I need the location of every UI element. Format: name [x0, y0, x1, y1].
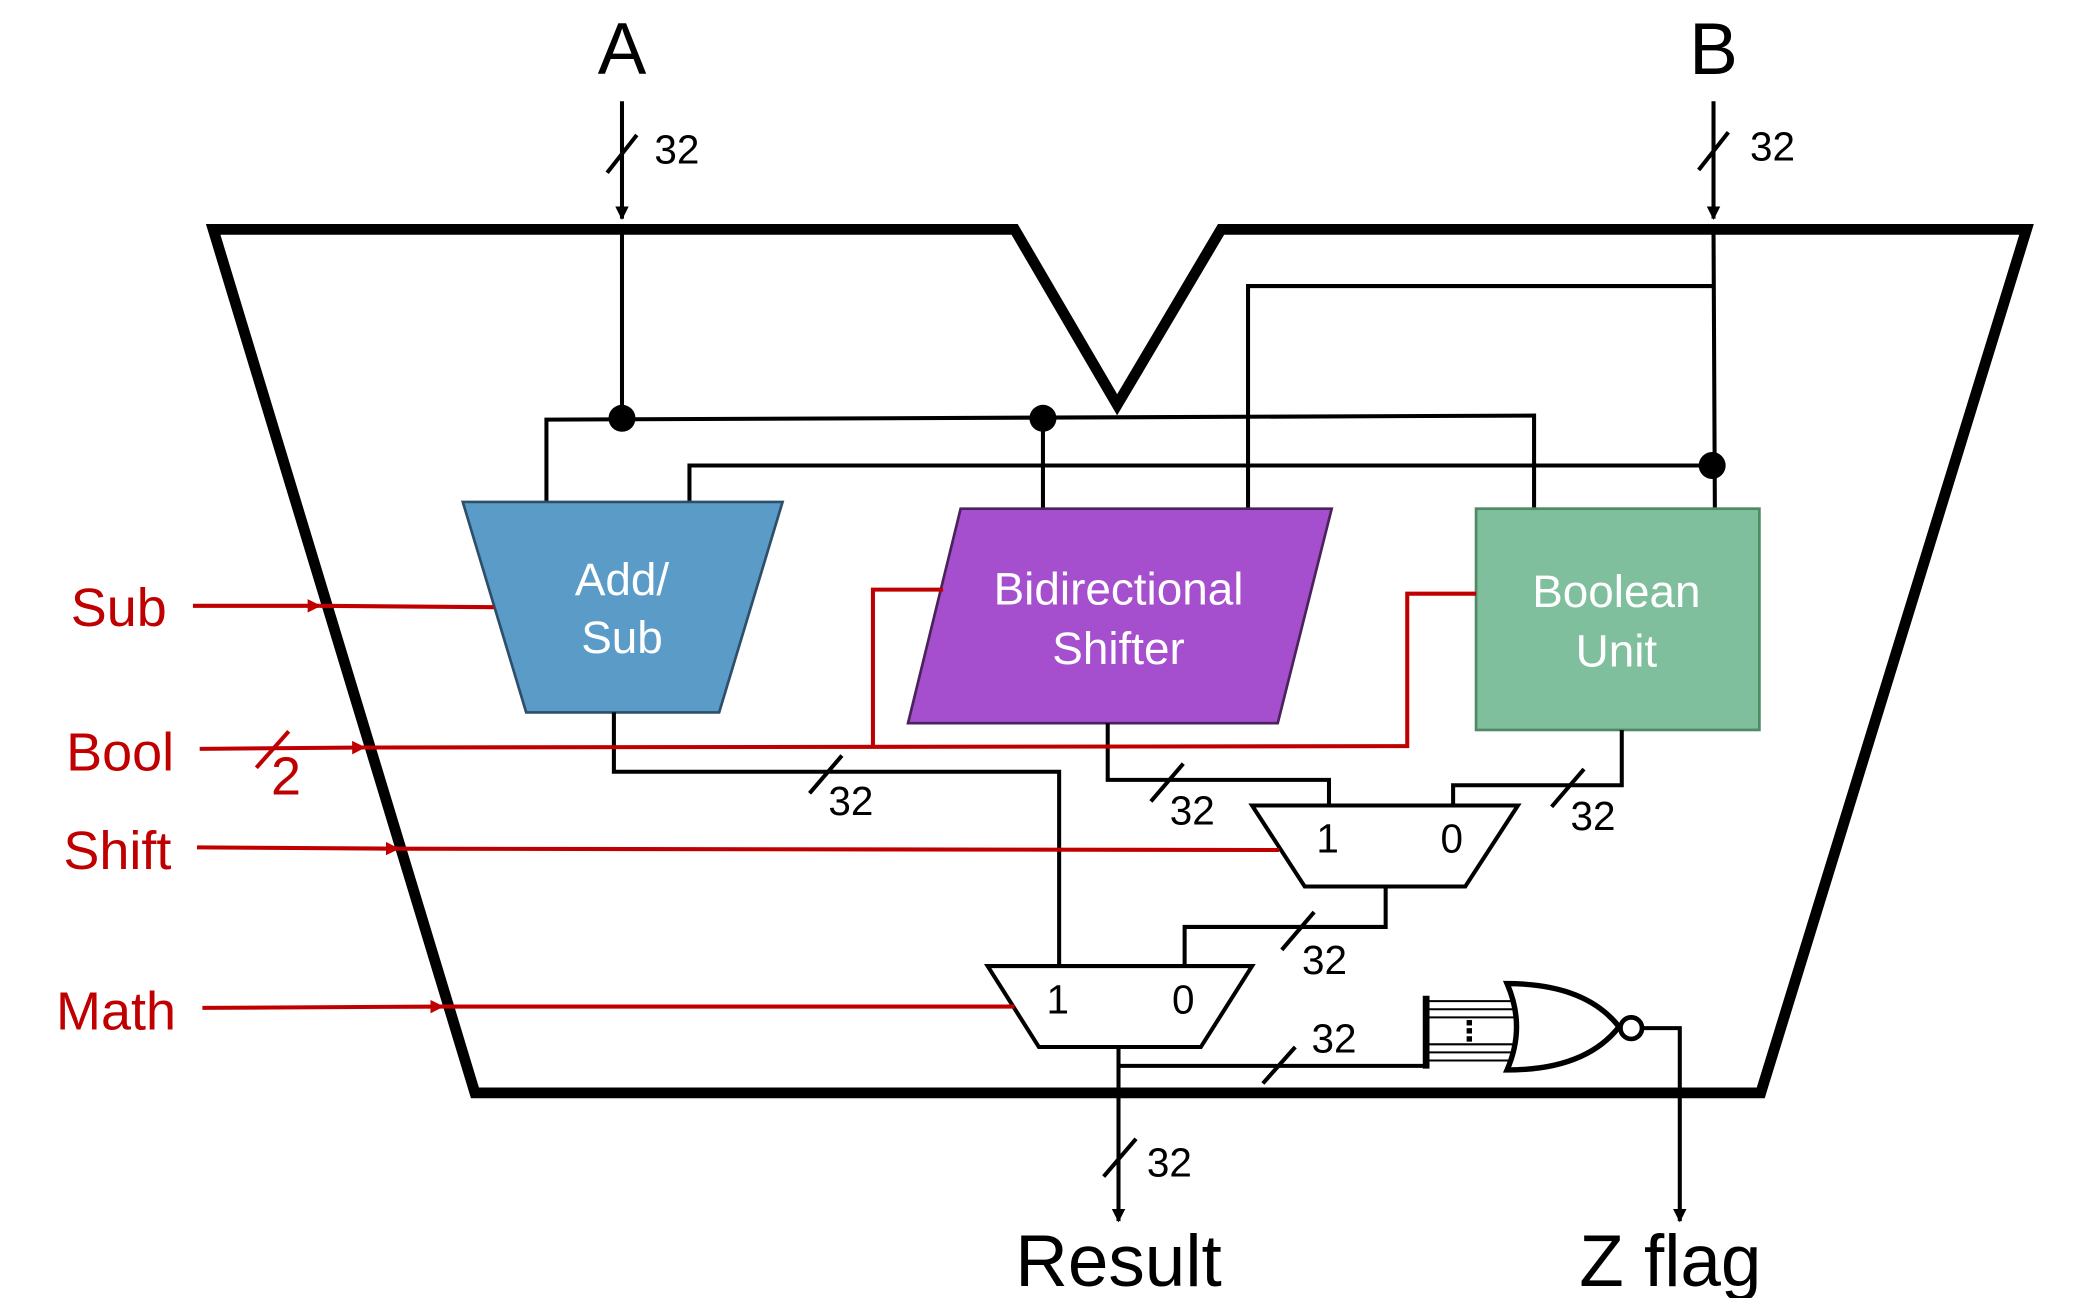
- bus-slash: [1261, 1045, 1297, 1085]
- result-width: 32: [1147, 1140, 1192, 1186]
- control-sub-label: Sub: [71, 578, 167, 638]
- svg-text:Unit: Unit: [1576, 625, 1658, 677]
- shifter-output-bus: [1105, 723, 1332, 806]
- alu-outline: [205, 223, 2034, 1099]
- control-shift-line: [398, 846, 1280, 853]
- bus-slash: [605, 133, 639, 174]
- input-a-label: A: [598, 9, 647, 90]
- result-label: Result: [1015, 1221, 1221, 1298]
- control-bool-width: 2: [271, 747, 301, 807]
- bus-slash: [1102, 1137, 1138, 1178]
- zero-detect-width: 32: [1311, 1015, 1356, 1061]
- bus-slash: [807, 754, 844, 795]
- boolean-unit: Boolean Unit: [1474, 507, 1761, 732]
- control-math-label: Math: [56, 981, 176, 1041]
- shifter-out-width: 32: [1170, 787, 1215, 833]
- shifter-unit: Bidirectional Shifter: [906, 507, 1334, 725]
- mux-shift-output-bus: [1182, 886, 1388, 967]
- mux-shift-out-width: 32: [1302, 937, 1347, 983]
- bus-slash: [254, 729, 291, 770]
- control-bool-arrow: [199, 740, 366, 755]
- svg-text:Shifter: Shifter: [1052, 622, 1185, 674]
- bus-slash: [1280, 910, 1316, 952]
- adder-out-width: 32: [828, 778, 873, 824]
- bus-b: [687, 229, 1726, 509]
- input-b-label: B: [1689, 9, 1738, 90]
- control-bool-shifter-branch: [870, 587, 944, 747]
- control-sub-line: [319, 603, 494, 610]
- control-bool-line: [364, 591, 1477, 750]
- mux-shift: 1 0: [1248, 803, 1522, 889]
- control-shift-arrow: [196, 841, 400, 856]
- control-math-arrow: [202, 999, 444, 1014]
- adder-unit: Add/ Sub: [460, 500, 785, 714]
- svg-text:0: 0: [1172, 976, 1195, 1022]
- boolean-out-width: 32: [1571, 793, 1616, 839]
- input-a-width: 32: [654, 126, 699, 172]
- nor-gate: [1422, 980, 1645, 1073]
- control-shift-label: Shift: [63, 821, 171, 881]
- svg-text:Sub: Sub: [581, 611, 663, 663]
- mux-math: 1 0: [983, 964, 1256, 1050]
- svg-text:1: 1: [1047, 976, 1070, 1022]
- bus-slash: [1697, 130, 1730, 172]
- svg-text:Bidirectional: Bidirectional: [994, 562, 1244, 614]
- bus-slash: [1550, 767, 1586, 809]
- adder-output-bus: [611, 712, 1062, 967]
- input-b-width: 32: [1750, 124, 1795, 170]
- zflag-arrow: [1642, 1026, 1687, 1223]
- boolean-output-bus: [1451, 729, 1624, 806]
- svg-text:Add/: Add/: [575, 553, 670, 605]
- svg-text:Boolean: Boolean: [1532, 565, 1700, 617]
- zflag-label: Z flag: [1579, 1221, 1761, 1298]
- bus-a: [544, 229, 1537, 509]
- bus-slash: [1149, 762, 1185, 803]
- control-bool-label: Bool: [66, 722, 174, 782]
- svg-text:0: 0: [1441, 816, 1464, 862]
- svg-text:1: 1: [1316, 816, 1339, 862]
